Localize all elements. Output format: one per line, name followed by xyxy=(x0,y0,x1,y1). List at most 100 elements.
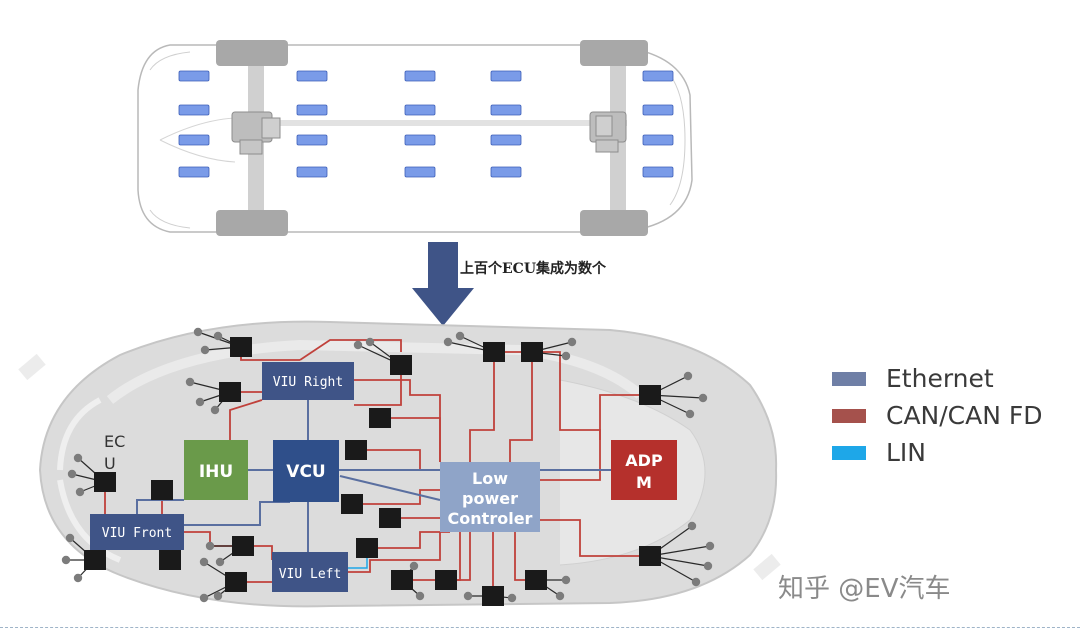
sensor-node xyxy=(73,453,83,463)
sensor-node xyxy=(67,469,77,479)
ihu-label: IHU xyxy=(199,462,233,482)
sensor-node xyxy=(65,533,75,543)
legend-label-ethernet: Ethernet xyxy=(886,364,994,393)
ecu-node xyxy=(482,586,504,606)
sensor-node xyxy=(61,555,71,565)
legend-item-can: CAN/CAN FD xyxy=(832,397,1043,434)
viu-right-controller: VIU Right xyxy=(262,362,354,400)
ecu-node xyxy=(341,494,363,514)
sensor-node xyxy=(561,351,571,361)
ecu-pad xyxy=(642,134,674,146)
legend-item-ethernet: Ethernet xyxy=(832,360,1043,397)
sensor-node xyxy=(213,331,223,341)
sensor-node xyxy=(215,557,225,567)
sensor-node xyxy=(365,337,375,347)
ecu-node xyxy=(94,472,116,492)
sensor-node xyxy=(567,337,577,347)
sensor-node xyxy=(199,593,209,603)
ecu-pad xyxy=(404,70,436,82)
sensor-node xyxy=(443,337,453,347)
legend: Ethernet CAN/CAN FD LIN xyxy=(832,360,1043,471)
wheel-front-top xyxy=(580,40,648,66)
can-wire xyxy=(509,352,533,462)
viu-right-label: VIU Right xyxy=(273,375,343,390)
ecu-node xyxy=(345,440,367,460)
low-power-controller: Low power Controler xyxy=(440,462,540,532)
ethernet-wire xyxy=(339,475,441,501)
sensor-node xyxy=(507,593,517,603)
adpm-label-line1: ADP xyxy=(625,451,663,470)
can-wire xyxy=(348,532,441,573)
sensor-node xyxy=(195,397,205,407)
ecu-pad xyxy=(178,70,210,82)
sensor-node xyxy=(555,591,565,601)
ecu-pad xyxy=(296,166,328,178)
sensor-node xyxy=(691,577,701,587)
ecu-pad xyxy=(642,104,674,116)
ecu-pad xyxy=(404,166,436,178)
ecu-pad xyxy=(642,70,674,82)
sensor-node xyxy=(210,405,220,415)
bottom-divider xyxy=(0,627,1080,628)
ecu-node xyxy=(639,385,661,405)
sensor-node xyxy=(705,541,715,551)
ecu-pads xyxy=(178,70,674,178)
down-arrow xyxy=(412,242,474,326)
vcu-controller: VCU xyxy=(273,440,339,502)
integration-caption: 上百个ECU集成为数个 xyxy=(460,261,607,277)
sensor-node xyxy=(200,345,210,355)
ecu-text-line1: EC xyxy=(104,432,126,451)
ecu-pad xyxy=(490,70,522,82)
can-wire xyxy=(540,519,650,557)
ecu-node xyxy=(390,355,412,375)
ecu-node xyxy=(483,342,505,362)
can-wire xyxy=(469,352,495,462)
ecu-node xyxy=(391,570,413,590)
can-wire xyxy=(299,339,402,361)
ecu-pad xyxy=(404,134,436,146)
sensor-node xyxy=(213,591,223,601)
ecu-pad xyxy=(490,104,522,116)
legend-label-lin: LIN xyxy=(886,438,927,467)
sensor-node xyxy=(561,575,571,585)
viu-front-label: VIU Front xyxy=(102,526,172,541)
adpm-controller: ADP M xyxy=(611,440,677,500)
sensor-node xyxy=(698,393,708,403)
ethernet-swatch xyxy=(832,371,866,386)
ecu-node xyxy=(225,572,247,592)
ecu-node xyxy=(521,342,543,362)
sensor-node xyxy=(205,541,215,551)
ecu-node xyxy=(369,408,391,428)
viu-left-controller: VIU Left xyxy=(272,552,348,592)
ecu-pad xyxy=(178,166,210,178)
ecu-pad xyxy=(642,166,674,178)
can-wire xyxy=(367,531,450,549)
ecu-node xyxy=(219,382,241,402)
sensor-node xyxy=(455,331,465,341)
vcu-label: VCU xyxy=(286,462,325,482)
wheel-rear-top xyxy=(216,40,288,66)
ecu-pad xyxy=(178,134,210,146)
ecu-node xyxy=(159,550,181,570)
watermark: 知乎 @EV汽车 xyxy=(778,574,951,604)
sensor-node xyxy=(703,561,713,571)
can-wire xyxy=(229,399,263,440)
ecu-node-small xyxy=(360,541,374,554)
ecu-node-small xyxy=(157,484,173,498)
legend-label-can: CAN/CAN FD xyxy=(886,401,1043,430)
ihu-controller: IHU xyxy=(184,440,248,500)
motor-rear xyxy=(231,111,281,155)
ecu-pad xyxy=(490,166,522,178)
sensor-node xyxy=(75,487,85,497)
can-wire xyxy=(352,489,440,505)
ecu-node xyxy=(379,508,401,528)
ecu-node xyxy=(435,570,457,590)
adpm-label-line2: M xyxy=(636,473,652,492)
sensor-node xyxy=(685,409,695,419)
sensor-node xyxy=(687,521,697,531)
ecu-text-line2: U xyxy=(104,454,116,473)
wheel-rear-bottom xyxy=(216,210,288,236)
ecu-nodes xyxy=(84,337,661,606)
ecu-pad xyxy=(296,70,328,82)
